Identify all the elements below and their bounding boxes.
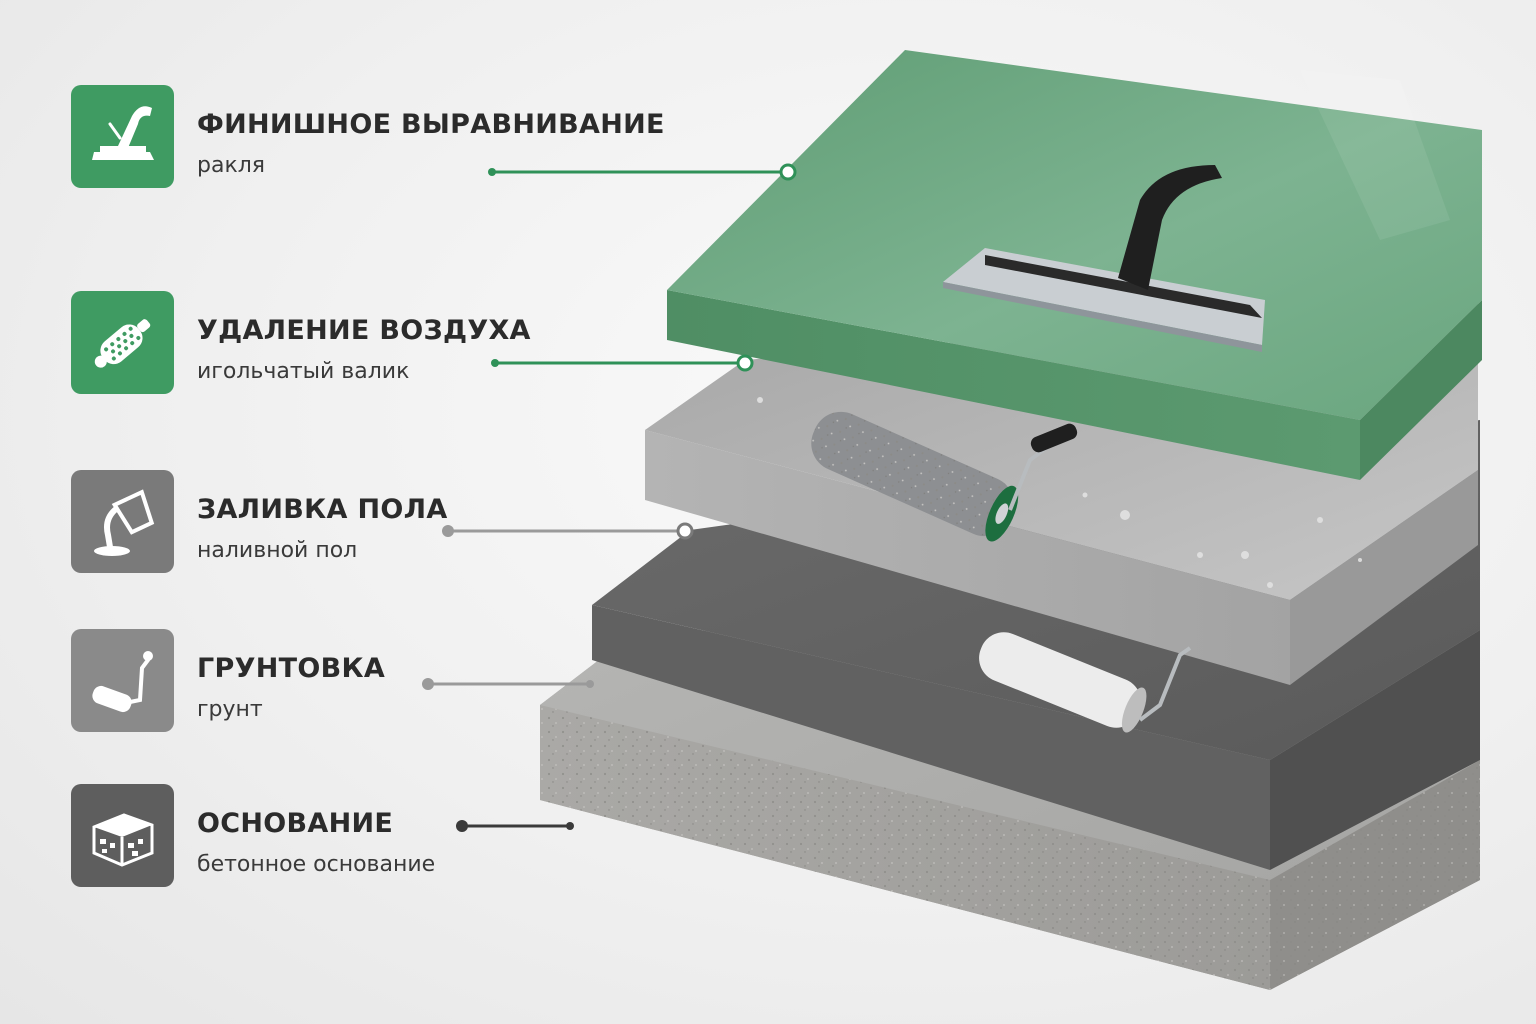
legend-tile-base bbox=[71, 784, 174, 887]
legend-subtitle-base: бетонное основание bbox=[197, 852, 436, 877]
legend-subtitle-air: игольчатый валик bbox=[197, 359, 410, 384]
legend-subtitle-pour: наливной пол bbox=[197, 538, 358, 563]
pouring-bucket-icon bbox=[93, 488, 154, 556]
legend-title-primer: ГРУНТОВКА bbox=[197, 653, 386, 684]
legend-tile-finish bbox=[71, 85, 174, 188]
squeegee-tool bbox=[943, 165, 1265, 352]
legend-subtitle-finish: ракля bbox=[197, 153, 266, 178]
legend-title-base: ОСНОВАНИЕ bbox=[197, 808, 394, 839]
legend-item-air: УДАЛЕНИЕ ВОЗДУХА игольчатый валик bbox=[71, 291, 530, 395]
concrete-block-icon bbox=[92, 812, 153, 867]
paint-roller-tool bbox=[979, 632, 1192, 733]
legend-tile-pour bbox=[71, 470, 174, 573]
squeegee-icon bbox=[91, 105, 154, 160]
legend-item-base: ОСНОВАНИЕ бетонное основание bbox=[71, 784, 511, 888]
legend-title-finish: ФИНИШНОЕ ВЫРАВНИВАНИЕ bbox=[197, 109, 665, 140]
legend-tile-air bbox=[71, 291, 174, 394]
legend-item-primer: ГРУНТОВКА грунт bbox=[71, 629, 511, 733]
legend-tile-primer bbox=[71, 629, 174, 732]
finish-layer bbox=[667, 50, 1482, 480]
spiked-roller-tool bbox=[811, 411, 1078, 542]
legend-item-pour: ЗАЛИВКА ПОЛА наливной пол bbox=[71, 470, 511, 574]
legend-item-finish: ФИНИШНОЕ ВЫРАВНИВАНИЕ ракля bbox=[71, 85, 664, 189]
legend-subtitle-primer: грунт bbox=[197, 697, 263, 722]
legend-title-air: УДАЛЕНИЕ ВОЗДУХА bbox=[197, 315, 531, 346]
leader-lines bbox=[422, 163, 797, 832]
paint-roller-icon bbox=[91, 650, 153, 712]
spiked-roller-icon bbox=[94, 318, 150, 368]
legend-title-pour: ЗАЛИВКА ПОЛА bbox=[197, 494, 448, 525]
